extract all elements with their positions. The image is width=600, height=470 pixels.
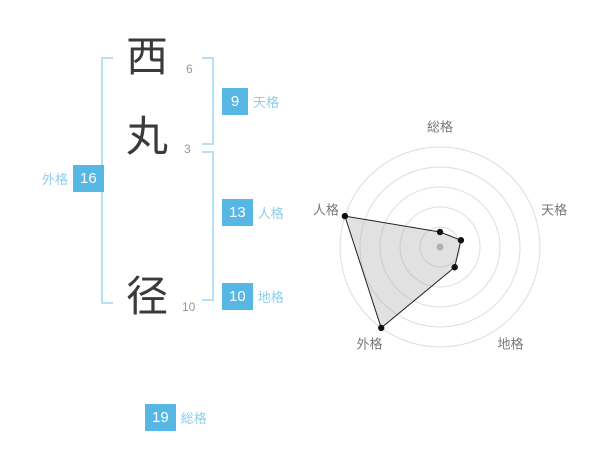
soukaku-label: 総格: [180, 411, 207, 426]
radar-axis-label: 人格: [313, 202, 339, 217]
radar-axis-label: 天格: [541, 202, 567, 217]
chikaku-value: 10: [222, 283, 253, 310]
given-name-char-strokes: 10: [182, 300, 196, 314]
surname-char-2-strokes: 3: [184, 142, 191, 156]
soukaku-value: 19: [145, 404, 176, 431]
jinkaku-value: 13: [222, 199, 253, 226]
tenkaku-value: 9: [222, 88, 248, 115]
gaikaku-label: 外格: [42, 172, 69, 187]
jinkaku-bracket: [202, 151, 214, 301]
surname-char-2: 丸: [126, 113, 169, 160]
chikaku-label: 地格: [257, 290, 284, 305]
radar-axis-label: 総格: [427, 120, 453, 135]
jinkaku-label: 人格: [257, 206, 284, 221]
chikaku-badge: 10 地格: [222, 283, 284, 310]
surname-char-1: 西: [126, 33, 169, 80]
radar-axis-label: 外格: [356, 337, 382, 352]
surname-char-1-strokes: 6: [186, 62, 193, 76]
given-name-char: 径: [126, 273, 169, 320]
gaikaku-badge: 外格 16: [42, 165, 104, 192]
gaikaku-value: 16: [73, 165, 104, 192]
soukaku-badge: 19 総格: [145, 404, 207, 431]
tenkaku-bracket: [202, 57, 214, 145]
radar-axis-label: 地格: [497, 337, 523, 352]
tenkaku-label: 天格: [253, 95, 280, 110]
jinkaku-badge: 13 人格: [222, 199, 284, 226]
tenkaku-badge: 9 天格: [222, 88, 279, 115]
